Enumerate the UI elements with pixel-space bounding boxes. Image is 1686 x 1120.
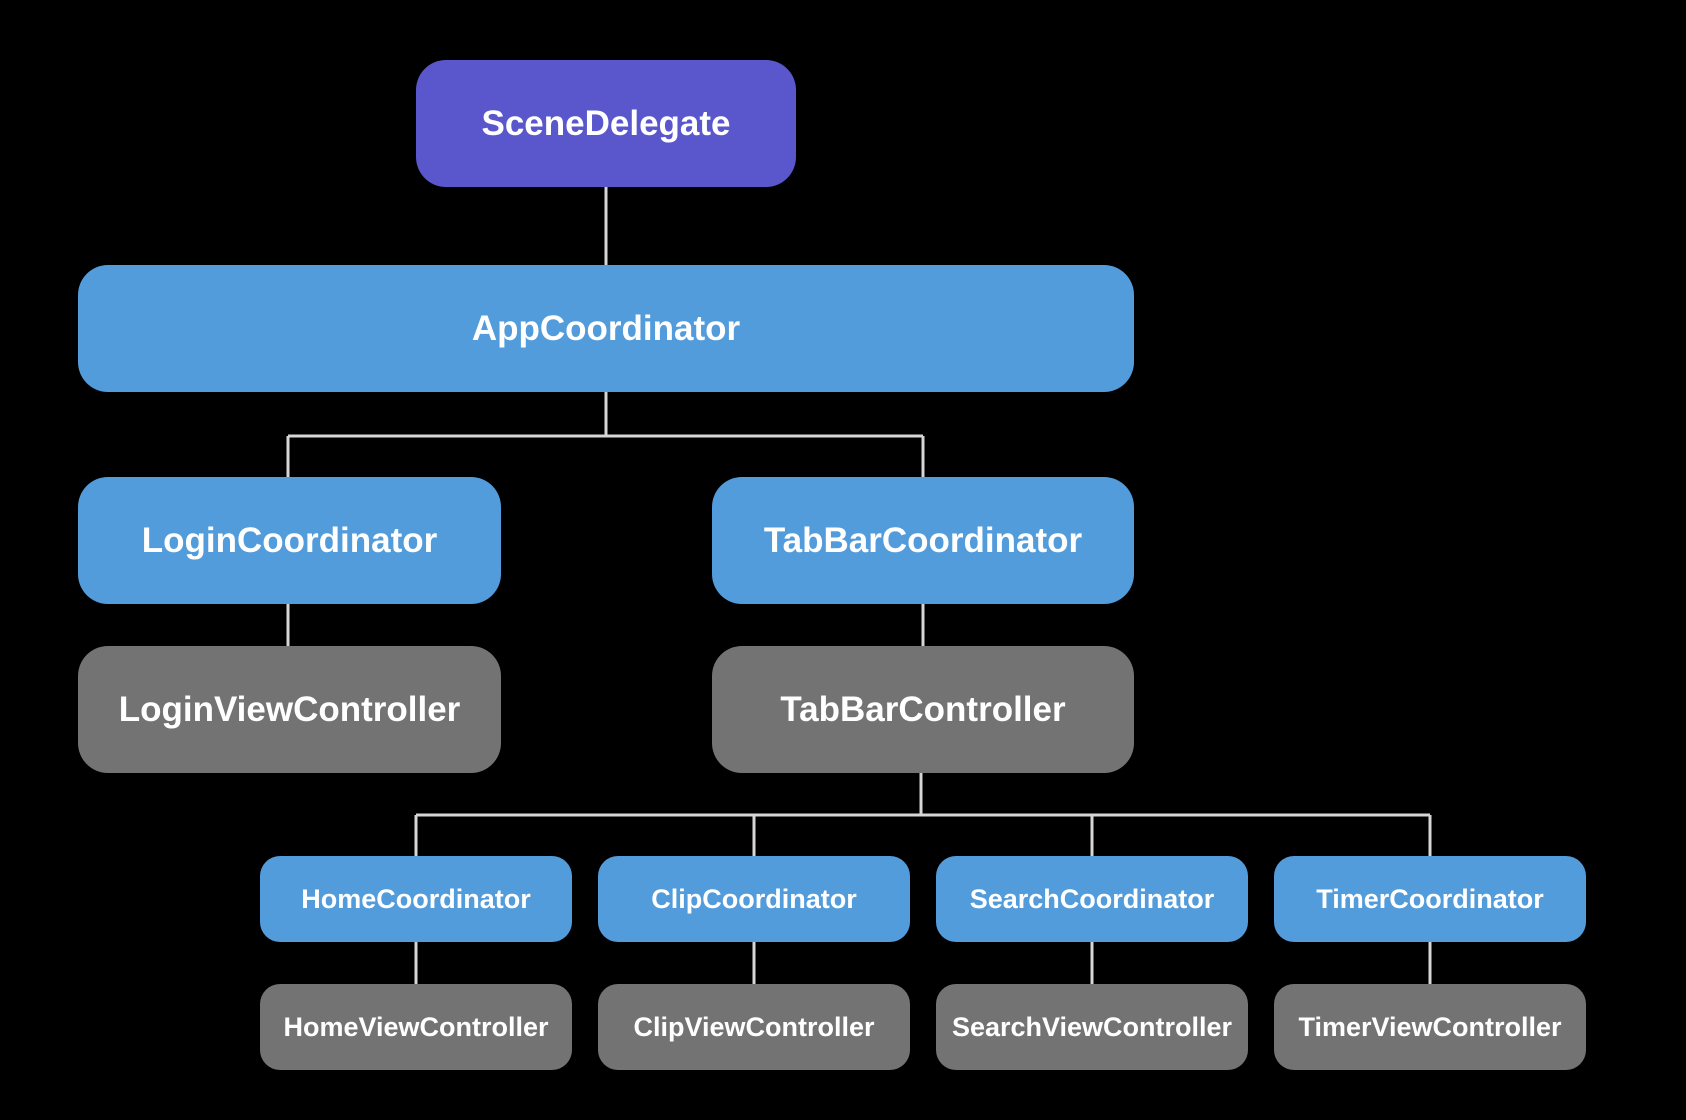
timer-coordinator-label: TimerCoordinator [1316, 883, 1544, 914]
home-coordinator-label: HomeCoordinator [301, 883, 531, 914]
timer-view-controller-node: TimerViewController [1274, 984, 1586, 1070]
home-coordinator-node: HomeCoordinator [260, 856, 572, 942]
tabbar-controller-label: TabBarController [780, 689, 1066, 729]
scene-delegate-node: SceneDelegate [416, 60, 796, 187]
home-view-controller-label: HomeViewController [283, 1011, 549, 1042]
timer-coordinator-node: TimerCoordinator [1274, 856, 1586, 942]
app-coordinator-label: AppCoordinator [471, 308, 741, 348]
app-coordinator-node: AppCoordinator [78, 265, 1134, 392]
login-coordinator-label: LoginCoordinator [141, 520, 438, 560]
search-view-controller-label: SearchViewController [951, 1011, 1233, 1042]
clip-coordinator-node: ClipCoordinator [598, 856, 910, 942]
tabbar-coordinator-node: TabBarCoordinator [712, 477, 1134, 604]
clip-view-controller-node: ClipViewController [598, 984, 910, 1070]
search-coordinator-label: SearchCoordinator [969, 883, 1215, 914]
tabbar-coordinator-label: TabBarCoordinator [763, 520, 1083, 560]
clip-view-controller-label: ClipViewController [633, 1011, 875, 1042]
search-coordinator-node: SearchCoordinator [936, 856, 1248, 942]
login-coordinator-node: LoginCoordinator [78, 477, 501, 604]
timer-view-controller-label: TimerViewController [1298, 1011, 1562, 1042]
tabbar-controller-node: TabBarController [712, 646, 1134, 773]
home-view-controller-node: HomeViewController [260, 984, 572, 1070]
search-view-controller-node: SearchViewController [936, 984, 1248, 1070]
login-view-controller-node: LoginViewController [78, 646, 501, 773]
login-view-controller-label: LoginViewController [118, 689, 461, 729]
clip-coordinator-label: ClipCoordinator [651, 883, 857, 914]
scene-delegate-label: SceneDelegate [481, 103, 731, 143]
